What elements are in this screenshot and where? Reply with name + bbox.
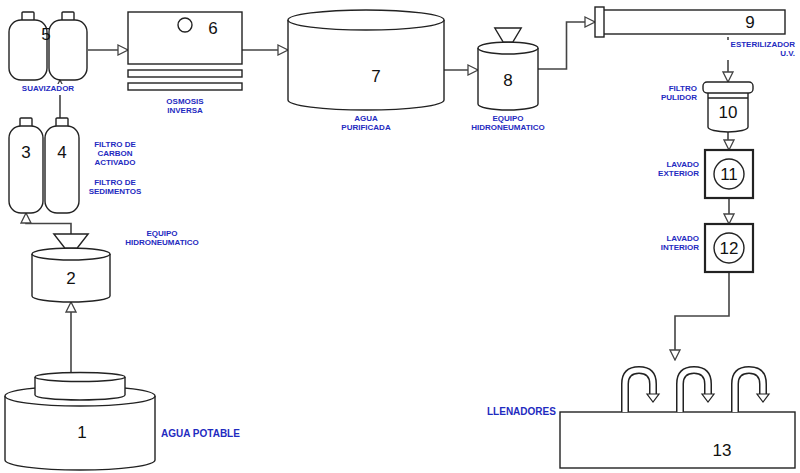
flow-arrow <box>70 302 72 372</box>
callout-number: 2 <box>66 270 75 287</box>
callout-number: 9 <box>745 14 754 31</box>
callout-number: 1 <box>77 424 86 441</box>
filter-vessel-outline <box>8 118 44 213</box>
callout-number: 4 <box>57 144 66 161</box>
callout-number: 5 <box>41 26 50 43</box>
reverse-osmosis-unit-outline <box>128 12 242 92</box>
equipment-label: AGUA PURIFICADA <box>331 114 401 134</box>
filling-station-outline <box>555 360 795 470</box>
equipment-label: FILTRO PULIDOR <box>640 84 698 104</box>
water-tank: 1AGUA POTABLE <box>5 372 155 470</box>
callout-number: 6 <box>208 20 217 37</box>
hydropneumatic-unit: 2EQUIPO HIDRONEUMATICO <box>32 234 110 302</box>
flow-arrow <box>728 132 729 150</box>
equipment-label: LLENADORES <box>486 405 554 418</box>
uv-sterilizer-outline <box>595 7 785 37</box>
flow-arrow <box>675 272 729 360</box>
equipment-label: ESTERILIZADOR U.V. <box>718 40 796 60</box>
hydropneumatic-unit-outline <box>32 234 110 302</box>
flow-arrow <box>444 69 478 71</box>
water-tank: 7AGUA PURIFICADA <box>288 10 444 110</box>
water-tank-outline <box>288 10 444 110</box>
filter-vessel: 3FILTRO DE SEDIMENTOS <box>8 118 44 213</box>
equipment-label: LAVADO EXTERIOR <box>636 160 700 180</box>
hydropneumatic-unit-outline <box>478 28 538 110</box>
flow-arrow <box>728 198 730 224</box>
equipment-label: LAVADO INTERIOR <box>636 234 700 254</box>
filter-vessel-outline <box>44 118 80 213</box>
equipment-label: EQUIPO HIDRONEUMATICO <box>116 229 208 249</box>
filter-vessel: 4FILTRO DE CARBON ACTIVADO <box>44 118 80 213</box>
equipment-label: SUAVIZADOR <box>4 84 92 95</box>
reverse-osmosis-unit: 6OSMOSIS INVERSA <box>128 12 242 92</box>
polishing-filter: 10FILTRO PULIDOR <box>703 82 753 132</box>
callout-number: 11 <box>720 166 738 183</box>
equipment-label: FILTRO DE CARBON ACTIVADO <box>84 140 146 168</box>
callout-number: 10 <box>719 104 738 121</box>
washing-station: 11LAVADO EXTERIOR <box>705 150 753 198</box>
uv-sterilizer: 9ESTERILIZADOR U.V. <box>595 7 785 37</box>
water-tank-outline <box>5 372 155 470</box>
callout-number: 3 <box>21 144 30 161</box>
callout-number: 8 <box>503 72 512 89</box>
flow-arrow <box>538 22 595 69</box>
equipment-label: FILTRO DE SEDIMENTOS <box>84 178 146 198</box>
flow-arrow <box>26 213 71 234</box>
hydropneumatic-unit: 8EQUIPO HIDRONEUMATICO <box>478 28 538 110</box>
washing-station: 12LAVADO INTERIOR <box>705 224 753 272</box>
filling-station: 13LLENADORES <box>555 360 795 470</box>
softener-vessels: 5SUAVIZADOR <box>8 12 88 80</box>
equipment-label: OSMOSIS INVERSA <box>155 97 215 117</box>
equipment-label: EQUIPO HIDRONEUMATICO <box>464 114 552 134</box>
callout-number: 12 <box>720 240 739 257</box>
flow-arrow <box>242 49 288 51</box>
callout-number: 7 <box>371 68 380 85</box>
softener-vessels-outline <box>8 12 88 80</box>
equipment-label: AGUA POTABLE <box>160 427 280 440</box>
flow-arrow <box>88 49 128 51</box>
callout-number: 13 <box>713 442 732 459</box>
